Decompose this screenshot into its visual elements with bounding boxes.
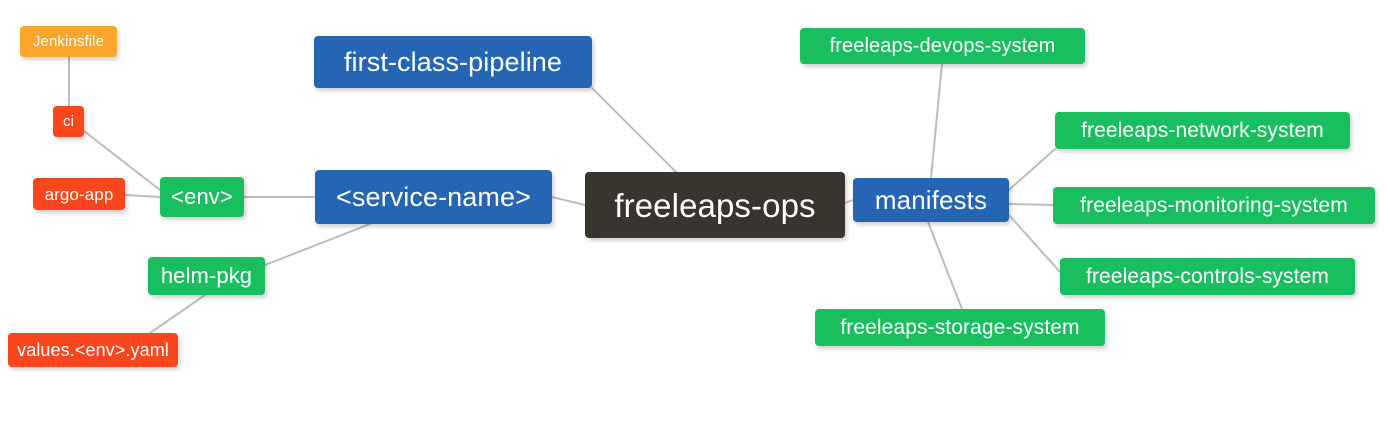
node-label: <service-name>	[336, 181, 531, 212]
edge-freeleaps-ops-to-manifests	[844, 199, 854, 204]
node-label: freeleaps-monitoring-system	[1080, 194, 1348, 217]
mindmap-node-freeleaps-devops-system[interactable]: freeleaps-devops-system	[800, 28, 1085, 64]
node-label: freeleaps-storage-system	[840, 316, 1080, 339]
edge-manifests-to-freeleaps-monitoring-system	[1008, 203, 1054, 206]
node-label: first-class-pipeline	[343, 46, 563, 77]
node-label: freeleaps-ops	[614, 186, 816, 224]
edge-manifests-to-freeleaps-controls-system	[1008, 214, 1061, 273]
mindmap-node-freeleaps-network-system[interactable]: freeleaps-network-system	[1055, 112, 1350, 149]
mindmap-node-values-yaml[interactable]: values.<env>.yaml	[8, 333, 178, 367]
edge-env-to-argo-app	[124, 194, 161, 198]
mindmap-node-service-name[interactable]: <service-name>	[315, 170, 552, 224]
mindmap-node-argo-app[interactable]: argo-app	[33, 178, 125, 210]
mindmap-node-ci[interactable]: ci	[53, 106, 84, 137]
node-label: values.<env>.yaml	[17, 340, 169, 360]
mindmap-node-freeleaps-controls-system[interactable]: freeleaps-controls-system	[1060, 258, 1355, 295]
edge-service-name-to-helm-pkg	[264, 223, 371, 266]
mindmap-node-freeleaps-storage-system[interactable]: freeleaps-storage-system	[815, 309, 1105, 346]
edge-freeleaps-ops-to-first-class-pipeline	[591, 87, 677, 173]
mindmap-node-manifests[interactable]: manifests	[853, 178, 1009, 222]
edge-manifests-to-freeleaps-storage-system	[927, 221, 963, 310]
edge-manifests-to-freeleaps-network-system	[1008, 148, 1056, 191]
node-label: Jenkinsfile	[32, 33, 105, 50]
mindmap-node-first-class-pipeline[interactable]: first-class-pipeline	[314, 36, 592, 88]
mindmap-node-freeleaps-monitoring-system[interactable]: freeleaps-monitoring-system	[1053, 187, 1375, 224]
node-label: helm-pkg	[160, 263, 253, 288]
node-label: freeleaps-devops-system	[829, 35, 1056, 57]
mindmap-node-helm-pkg[interactable]: helm-pkg	[148, 257, 265, 295]
edge-helm-pkg-to-values-yaml	[149, 294, 206, 334]
mindmap-node-env[interactable]: <env>	[160, 177, 244, 217]
mindmap-node-freeleaps-ops[interactable]: freeleaps-ops	[585, 172, 845, 238]
node-label: freeleaps-controls-system	[1086, 265, 1329, 288]
node-label: ci	[62, 113, 75, 130]
node-label: manifests	[874, 185, 988, 215]
mindmap-node-jenkinsfile[interactable]: Jenkinsfile	[20, 26, 117, 57]
node-label: argo-app	[44, 184, 114, 204]
node-label: <env>	[171, 184, 233, 209]
edge-freeleaps-ops-to-service-name	[551, 196, 586, 206]
edge-manifests-to-freeleaps-devops-system	[930, 63, 943, 179]
node-label: freeleaps-network-system	[1081, 119, 1324, 142]
